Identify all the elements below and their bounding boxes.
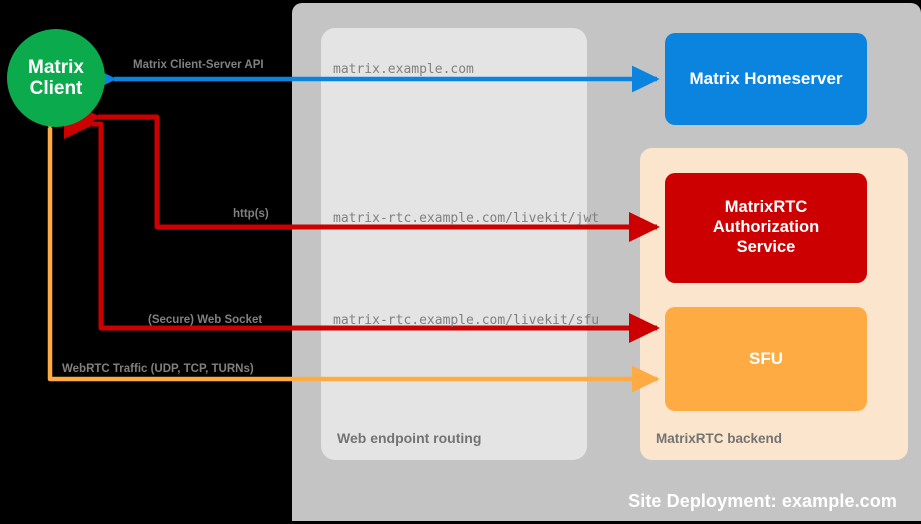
node-sfu[interactable]: SFU: [665, 307, 867, 411]
node-matrix-client[interactable]: Matrix Client: [7, 29, 105, 127]
node-matrix-homeserver-label: Matrix Homeserver: [689, 68, 843, 88]
node-matrix-homeserver[interactable]: Matrix Homeserver: [665, 33, 867, 125]
wire-label-secure-websocket: (Secure) Web Socket: [148, 314, 263, 326]
web-endpoint-routing-label: Web endpoint routing: [337, 430, 482, 446]
wire-label-https: http(s): [233, 208, 269, 220]
node-auth-line3: Service: [736, 237, 796, 256]
endpoint-livekit-sfu: matrix-rtc.example.com/livekit/sfu: [333, 313, 600, 328]
node-auth-line1: MatrixRTC: [724, 198, 808, 217]
site-deployment-label: Site Deployment: example.com: [628, 491, 897, 511]
wire-label-webrtc-traffic: WebRTC Traffic (UDP, TCP, TURNs): [62, 363, 254, 375]
endpoint-livekit-jwt: matrix-rtc.example.com/livekit/jwt: [333, 211, 600, 226]
wire-label-matrix-client-server-api: Matrix Client-Server API: [133, 59, 264, 71]
matrixrtc-backend-label: MatrixRTC backend: [656, 431, 783, 446]
node-matrix-client-line2: Client: [29, 78, 83, 99]
web-endpoint-routing-container: Web endpoint routing: [321, 28, 587, 460]
node-auth-line2: Authorization: [712, 218, 820, 237]
endpoint-matrix-example-com: matrix.example.com: [333, 62, 474, 77]
node-matrixrtc-authorization-service[interactable]: MatrixRTC Authorization Service: [665, 173, 867, 283]
node-sfu-label: SFU: [749, 348, 783, 368]
node-matrix-client-line1: Matrix: [28, 56, 84, 78]
